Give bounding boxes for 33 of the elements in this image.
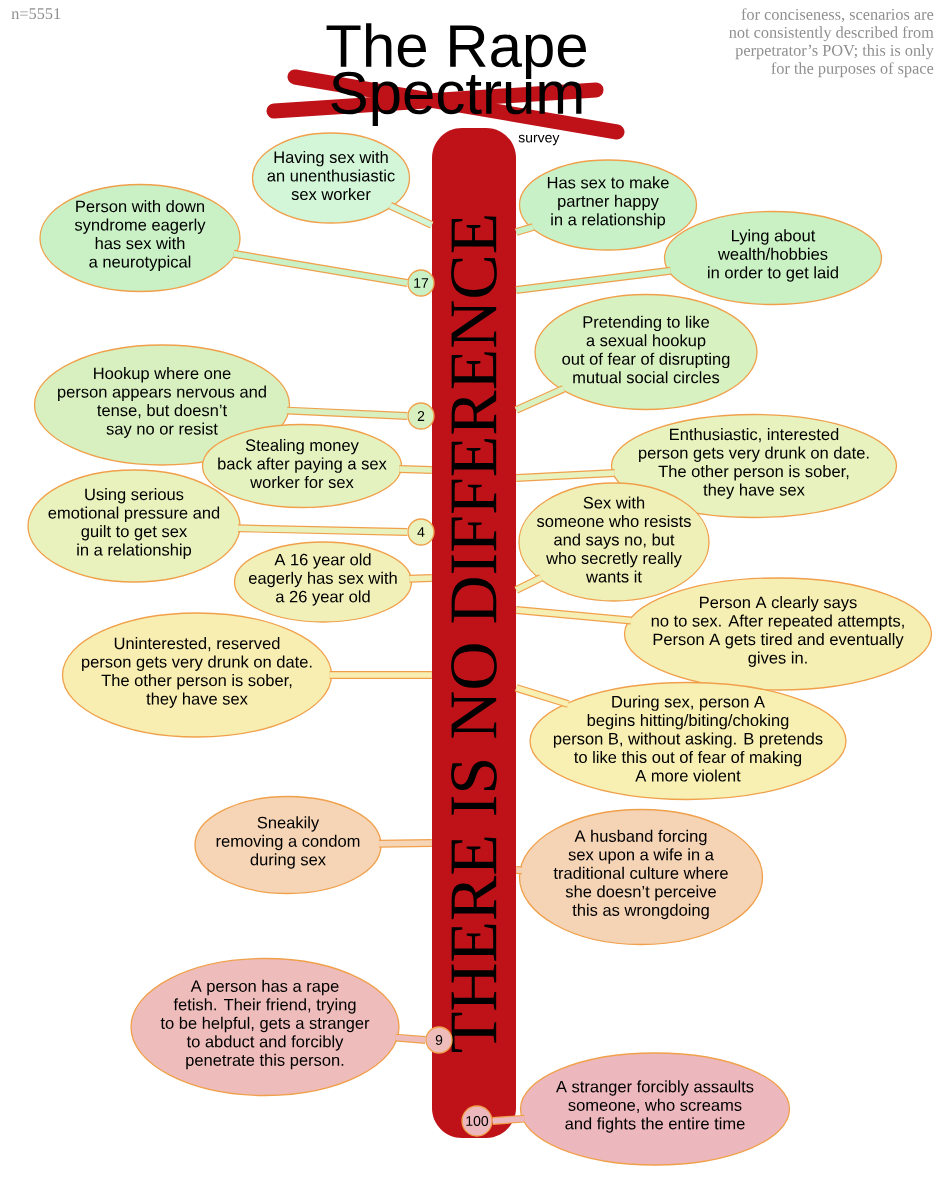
speech-bubble: Having sex with an unenthusiastic sex worker [251, 132, 411, 224]
speech-bubble: A 16 year old eagerly has sex with a 26 year old [233, 541, 413, 623]
speech-bubble: Sneakily removing a condom during sex [194, 795, 382, 895]
bubble-stem [492, 1114, 525, 1125]
speech-bubble: Person with down syndrome eagerly has sex with a neurotypical [39, 183, 241, 293]
bubble-stem [514, 385, 566, 414]
speech-bubble: During sex, person A begins hitting/biting/choking person B, without asking. B pretends to like this out of fear of making A more violent [529, 681, 847, 801]
speech-bubble: Has sex to make partner happy in a relationship [518, 159, 698, 251]
bubble-stem [232, 249, 408, 287]
bubble-stem [286, 406, 408, 420]
speech-bubble: Using serious emotional pressure and guilt to get sex in a relationship [27, 469, 241, 583]
bubble-stem [379, 839, 432, 848]
bubble-stem [514, 574, 543, 594]
bubble-stem [515, 266, 672, 294]
note-text: n=5551 [11, 8, 61, 20]
bubble-stem [329, 671, 432, 679]
bubble-stem [395, 1033, 426, 1044]
speech-bubble: A husband forcing sex upon a wife in a traditional culture where she doesn’t perceive this as wrongdoing [518, 808, 764, 946]
note-text: for conciseness, scenarios are not consistently described from perpetrator’s POV; this is only for the purposes of space [729, 8, 934, 78]
speech-bubble: A person has a rape fetish. Their friend, trying to be helpful, gets a stranger to abduct and forcibly penetrate this person. [130, 957, 400, 1097]
speech-bubble: Uninterested, reserved person gets very drunk on date. The other person is sober, they have sex [61, 612, 333, 738]
speech-bubble: Pretending to like a sexual hookup out of fear of disrupting mutual social circles [534, 293, 758, 411]
bubble-stem [409, 574, 432, 583]
bubble-stem [515, 606, 632, 625]
bubble-stem [237, 524, 408, 536]
bubble-stem [516, 469, 615, 482]
bubble-stem [399, 465, 432, 474]
bubble-stem [515, 223, 535, 236]
bubble-stem [515, 684, 570, 708]
speech-bubble: A stranger forcibly assaults someone, who screams and fights the entire time [519, 1052, 791, 1166]
bubble-stem [516, 866, 523, 875]
subtitle: survey [518, 134, 560, 146]
bubble-stem [388, 202, 434, 229]
